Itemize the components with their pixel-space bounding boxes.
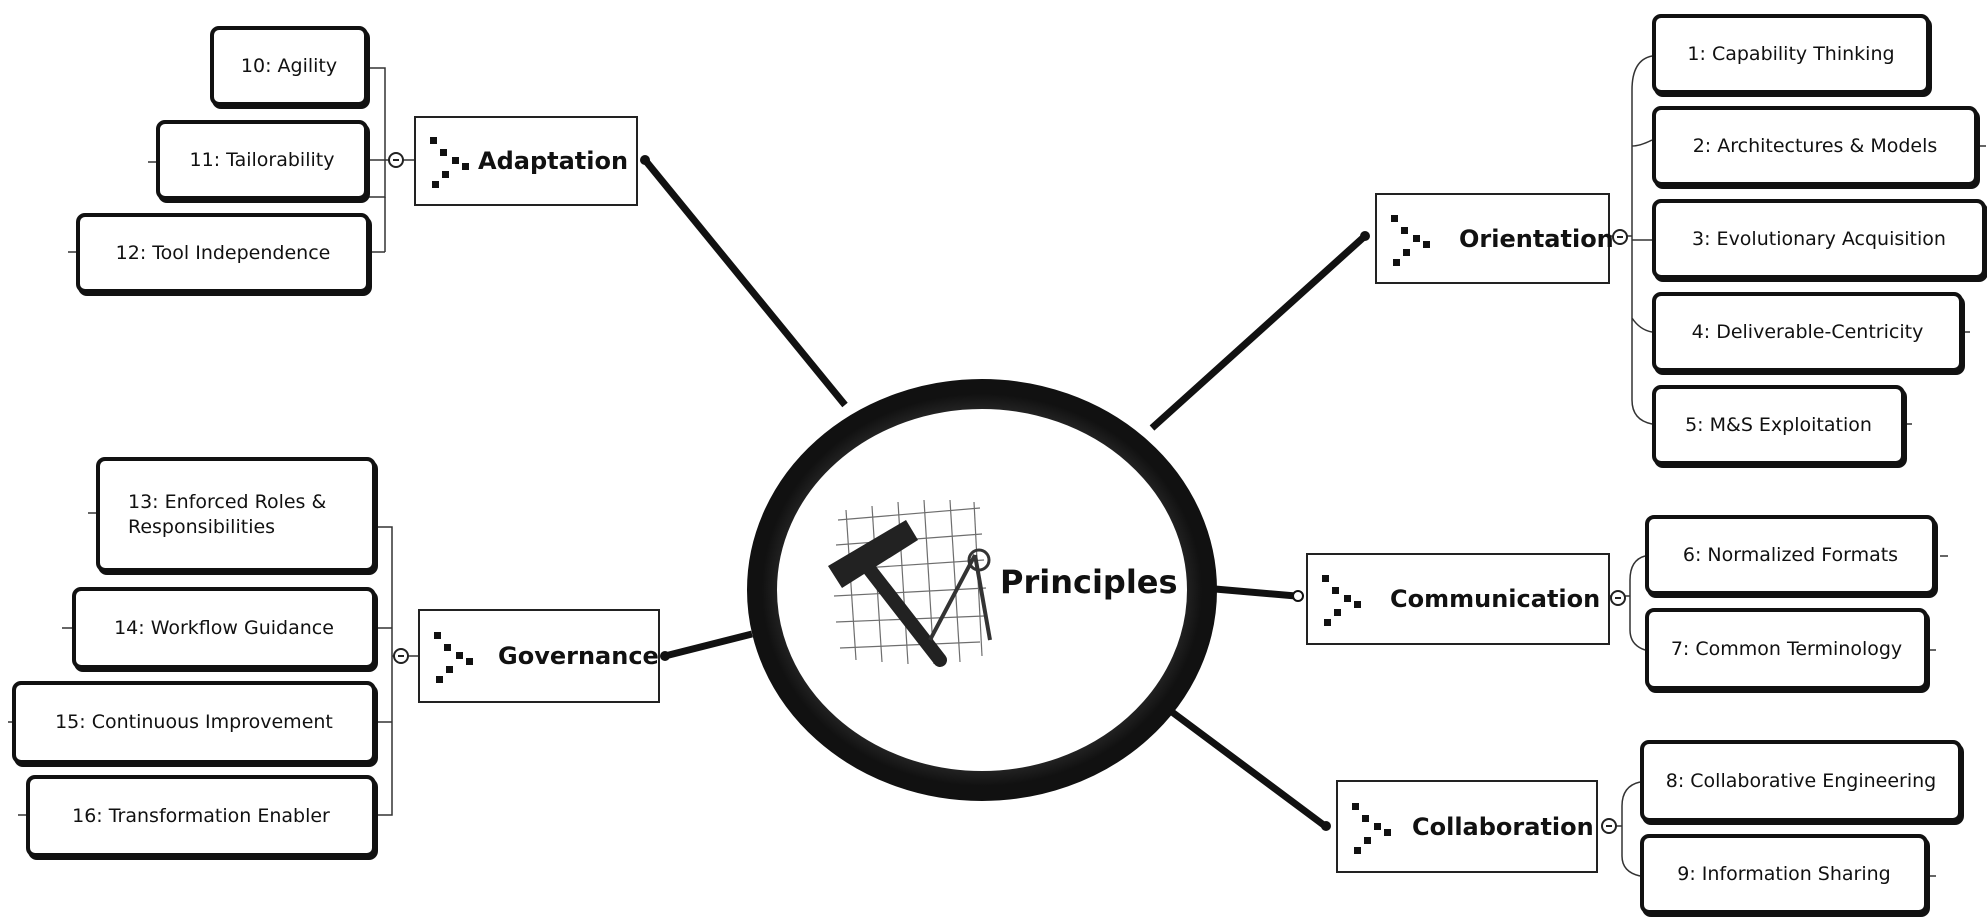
- connector-adaptation: [642, 157, 848, 408]
- leaf-governance-3[interactable]: 15: Continuous Improvement: [12, 681, 376, 764]
- connector-communication: [1214, 585, 1297, 600]
- leaf-governance-4[interactable]: 16: Transformation Enabler: [26, 775, 376, 857]
- outline-icon: [1318, 569, 1362, 629]
- branch-collaboration[interactable]: Collaboration: [1336, 780, 1598, 873]
- bracket-communication: [1629, 555, 1646, 651]
- bracket-adaptation: [368, 67, 386, 253]
- collapse-toggle-collaboration[interactable]: [1601, 818, 1617, 834]
- leaf-orientation-1[interactable]: 1: Capability Thinking: [1652, 14, 1930, 94]
- leaf-governance-1[interactable]: 13: Enforced Roles & Responsibilities: [96, 457, 376, 572]
- branch-label: Orientation: [1459, 224, 1614, 253]
- outline-icon: [1387, 209, 1431, 269]
- leaf-orientation-4[interactable]: 4: Deliverable-Centricity: [1652, 292, 1963, 372]
- collapse-toggle-governance[interactable]: [393, 648, 409, 664]
- leaf-communication-1[interactable]: 6: Normalized Formats: [1645, 515, 1936, 595]
- connector-orientation: [1149, 233, 1368, 431]
- outline-icon: [1348, 797, 1392, 857]
- center-label: Principles: [1000, 563, 1178, 601]
- collapse-toggle-communication[interactable]: [1610, 590, 1626, 606]
- collapse-toggle-adaptation[interactable]: [388, 152, 404, 168]
- branch-label: Adaptation: [478, 147, 629, 175]
- connector-dot-communication: [1292, 590, 1304, 602]
- connector-dot-governance: [660, 651, 670, 661]
- leaf-orientation-5[interactable]: 5: M&S Exploitation: [1652, 385, 1905, 465]
- hammer-compass-grid-icon: [828, 499, 992, 667]
- branch-label: Governance: [498, 642, 659, 670]
- leaf-orientation-2[interactable]: 2: Architectures & Models: [1652, 106, 1978, 186]
- outline-icon: [430, 626, 474, 686]
- leaf-orientation-3[interactable]: 3: Evolutionary Acquisition: [1652, 199, 1986, 279]
- connector-dot-collaboration: [1321, 821, 1331, 831]
- leaf-collaboration-1[interactable]: 8: Collaborative Engineering: [1640, 740, 1962, 822]
- collapse-toggle-orientation[interactable]: [1612, 229, 1628, 245]
- leaf-collaboration-2[interactable]: 9: Information Sharing: [1640, 834, 1928, 914]
- branch-adaptation[interactable]: Adaptation: [414, 116, 638, 206]
- bracket-orientation: [1631, 55, 1653, 425]
- bracket-governance: [376, 526, 393, 816]
- leaf-adaptation-3[interactable]: 12: Tool Independence: [76, 213, 370, 293]
- branch-communication[interactable]: Communication: [1306, 553, 1610, 645]
- branch-orientation[interactable]: Orientation: [1375, 193, 1614, 284]
- connector-dot-orientation: [1360, 231, 1370, 241]
- bracket-collaboration: [1621, 781, 1641, 877]
- branch-label: Communication: [1390, 585, 1601, 613]
- leaf-adaptation-1[interactable]: 10: Agility: [210, 26, 368, 106]
- leaf-governance-2[interactable]: 14: Workflow Guidance: [72, 587, 376, 669]
- branch-governance[interactable]: Governance: [418, 609, 660, 703]
- outline-icon: [426, 131, 470, 191]
- branch-label: Collaboration: [1412, 812, 1594, 841]
- connector-dot-adaptation: [640, 155, 650, 165]
- connector-governance: [664, 630, 753, 660]
- leaf-communication-2[interactable]: 7: Common Terminology: [1645, 608, 1928, 690]
- leaf-adaptation-2[interactable]: 11: Tailorability: [156, 120, 368, 200]
- connector-collaboration: [1169, 709, 1328, 829]
